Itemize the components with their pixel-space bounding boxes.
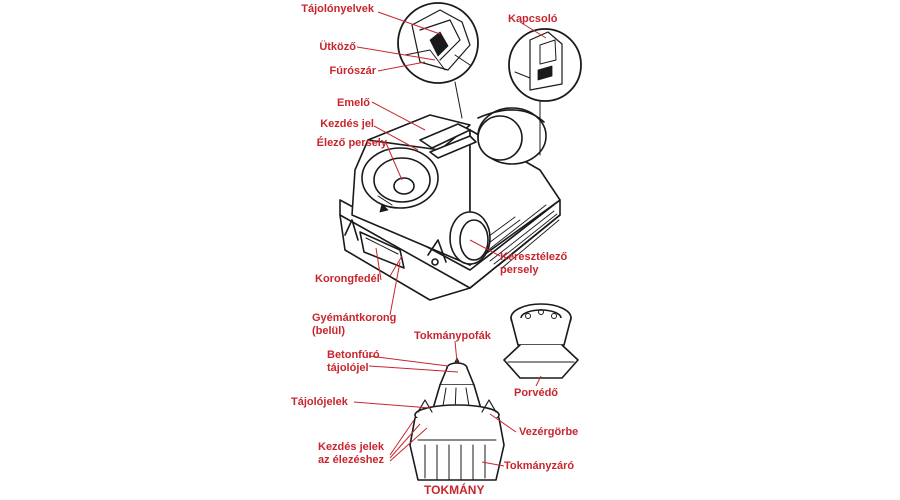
label-betonfuro-tajolojel: Betonfúró tájolójel	[327, 349, 380, 375]
label-kezdes-jelek-line1: Kezdés jelek	[318, 441, 385, 453]
label-elezo-persely: Élező persely	[316, 137, 387, 149]
label-korongfedel: Korongfedél	[315, 273, 380, 285]
label-kapcsolo: Kapcsoló	[508, 13, 558, 25]
label-utkozo: Ütköző	[319, 41, 356, 53]
label-gyemantkorong: Gyémántkorong (belül)	[312, 312, 396, 338]
label-emelo: Emelő	[336, 97, 370, 109]
chuck	[409, 357, 505, 481]
detail-circle-switch	[508, 28, 582, 102]
dust-cover	[503, 303, 579, 379]
label-tokmanyzaro: Tokmányzáró	[504, 460, 575, 472]
label-betonfuro-line1: Betonfúró	[327, 349, 380, 361]
label-vezergorbe: Vezérgörbe	[519, 426, 579, 438]
label-porvedo: Porvédő	[514, 387, 559, 399]
label-kezdes-jel: Kezdés jel	[320, 118, 374, 130]
label-furoszar: Fúrószár	[329, 65, 376, 77]
label-tokmany: TOKMÁNY	[424, 483, 485, 497]
pointer-lines	[353, 11, 547, 467]
sharpener-body	[339, 107, 561, 301]
label-keresztelezo-line2: persely	[500, 264, 539, 276]
label-keresztelezo-persely: Keresztélező persely	[500, 251, 567, 277]
label-tajolonyelvek: Tájolónyelvek	[301, 3, 374, 15]
detail-circle-tongues	[397, 2, 479, 84]
label-kezdes-jelek-line2: az élezéshez	[318, 454, 385, 466]
label-keresztelezo-line1: Keresztélező	[500, 251, 568, 263]
label-betonfuro-line2: tájolójel	[327, 362, 369, 374]
label-gyemantkorong-line2: (belül)	[312, 325, 345, 337]
label-gyemantkorong-line1: Gyémántkorong	[312, 312, 397, 324]
label-tokmanypofak: Tokmánypofák	[414, 330, 491, 342]
label-kezdes-jelek: Kezdés jelek az élezéshez	[318, 441, 384, 467]
label-tajolojelek: Tájolójelek	[291, 396, 348, 408]
